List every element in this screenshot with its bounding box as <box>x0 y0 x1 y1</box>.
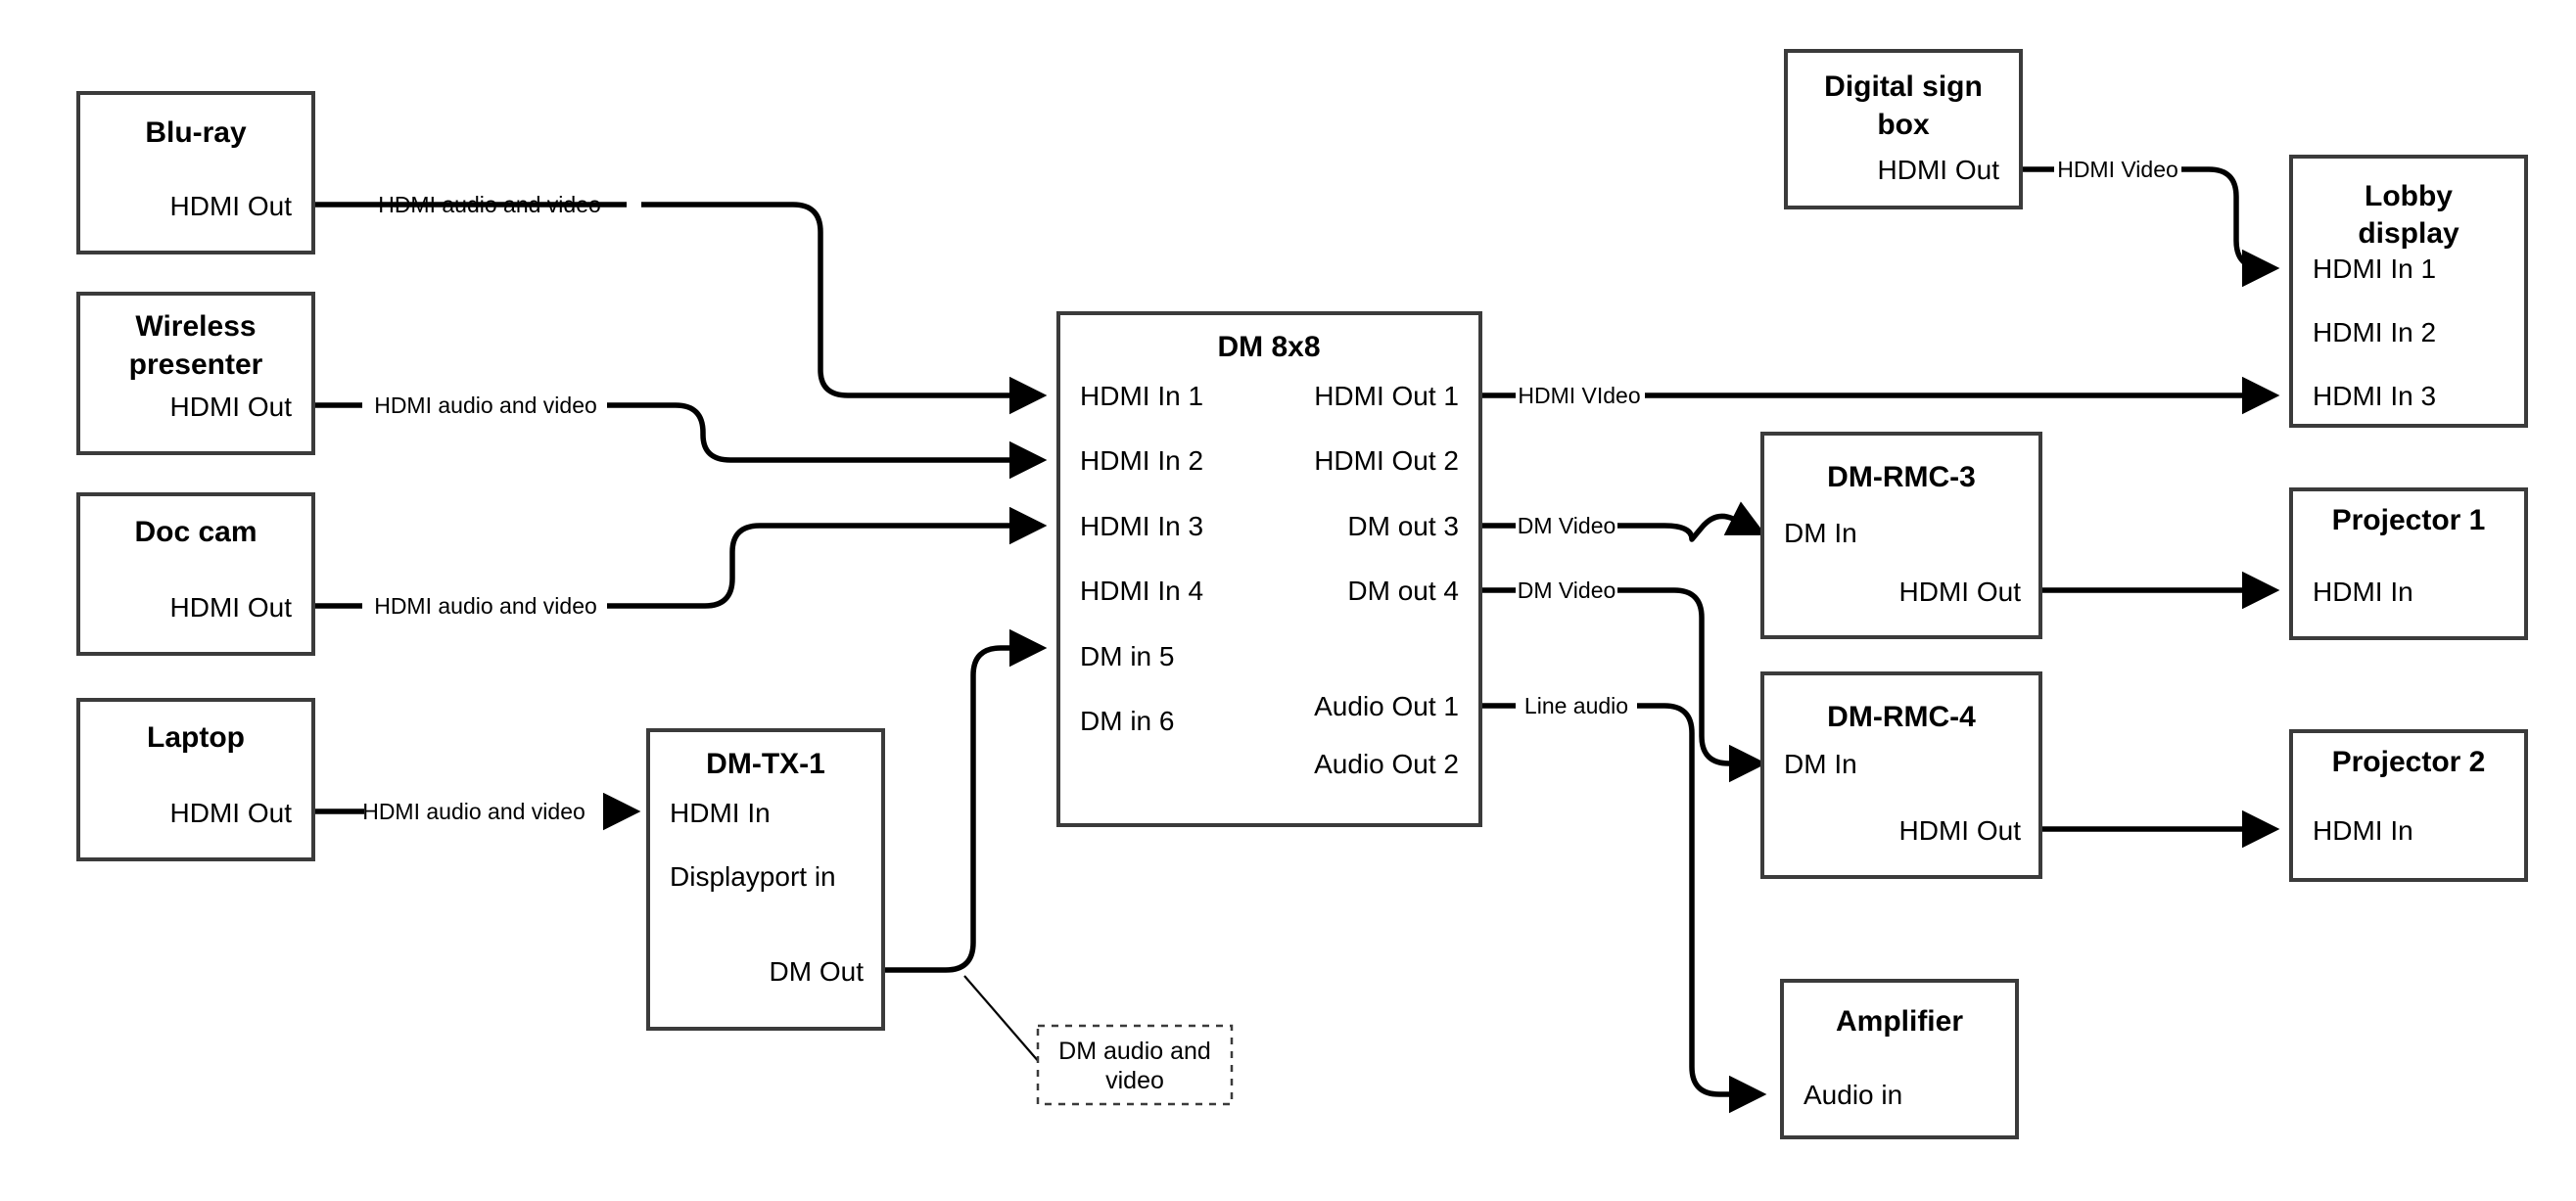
box-dm-8x8-output-hdmi-out-2: HDMI Out 2 <box>1314 445 1459 476</box>
box-lobby-display-port-hdmi-in-3: HDMI In 3 <box>2313 381 2436 411</box>
edge-label-dm-out-3-to-rmc3: DM Video <box>1518 513 1616 538</box>
box-projector-2-outline <box>2289 729 2528 882</box>
note-dm-audio-and-video: DM audio and video <box>1036 1024 1234 1106</box>
edge-label-laptop-to-dmtx1: HDMI audio and video <box>362 799 585 824</box>
wire-doccam-to-hdmi-in-3 <box>313 526 1041 609</box>
box-dm-rmc-3[interactable]: DM-RMC-3 DM In HDMI Out <box>1760 432 2042 639</box>
edge-label-bluray-to-hdmi-in-1: HDMI audio and video <box>378 192 601 217</box>
box-amplifier-title: Amplifier <box>1836 1005 1963 1038</box>
box-amplifier[interactable]: Amplifier Audio in <box>1780 979 2019 1139</box>
box-dm-rmc-3-port-dm-in: DM In <box>1784 518 1857 548</box>
box-doc-cam-title: Doc cam <box>134 516 257 548</box>
box-dm-8x8-input-dm-in-5: DM in 5 <box>1080 641 1174 671</box>
box-dm-8x8-output-dm-out-4: DM out 4 <box>1347 576 1459 606</box>
box-lobby-display-title-line1: Lobby <box>2365 180 2453 212</box>
box-dm-8x8-input-dm-in-6: DM in 6 <box>1080 706 1174 736</box>
box-digital-sign-box-outline <box>1784 49 2023 209</box>
box-amplifier-port-audio-in: Audio in <box>1803 1080 1902 1110</box>
box-dm-tx-1-title: DM-TX-1 <box>706 748 825 780</box>
box-laptop-outline <box>76 698 315 861</box>
box-wireless-presenter-title-line1: Wireless <box>135 310 256 343</box>
note-dm-audio-and-video-outline <box>1036 1024 1234 1106</box>
note-dm-audio-and-video-line2: video <box>1105 1067 1164 1094</box>
box-dm-8x8-input-hdmi-in-3: HDMI In 3 <box>1080 511 1203 541</box>
edge-label-digital-sign-to-lobby: HDMI Video <box>2057 157 2178 182</box>
edge-label-dm-out-4-to-rmc4: DM Video <box>1518 577 1616 603</box>
box-dm-8x8-title: DM 8x8 <box>1217 331 1320 363</box>
box-dm-rmc-4-outline <box>1760 671 2042 879</box>
box-dm-8x8-output-hdmi-out-1: HDMI Out 1 <box>1314 381 1459 411</box>
box-wireless-presenter[interactable]: Wireless presenter HDMI Out <box>76 292 315 455</box>
edge-labels: HDMI audio and video HDMI audio and vide… <box>362 157 2178 824</box>
wire-audio-out-1-to-amplifier <box>1480 703 1760 1094</box>
box-dm-8x8-outline <box>1056 311 1482 827</box>
box-doc-cam-port-hdmi-out: HDMI Out <box>170 592 293 623</box>
box-dm-tx-1[interactable]: DM-TX-1 HDMI In Displayport in DM Out <box>646 728 885 1031</box>
box-dm-8x8-output-dm-out-3: DM out 3 <box>1347 511 1459 541</box>
box-doc-cam[interactable]: Doc cam HDMI Out <box>76 492 315 656</box>
box-digital-sign-box[interactable]: Digital sign box HDMI Out <box>1784 49 2023 209</box>
box-wireless-presenter-port-hdmi-out: HDMI Out <box>170 392 293 422</box>
box-dm-rmc-4[interactable]: DM-RMC-4 DM In HDMI Out <box>1760 671 2042 879</box>
wire-dmtx1-to-dm-in-5 <box>883 628 1048 973</box>
box-dm-rmc-4-port-dm-in: DM In <box>1784 749 1857 779</box>
box-dm-rmc-3-outline <box>1760 432 2042 639</box>
box-laptop-port-hdmi-out: HDMI Out <box>170 798 293 828</box>
box-wireless-presenter-title-line2: presenter <box>129 348 263 381</box>
box-lobby-display-outline <box>2289 155 2528 428</box>
box-dm-rmc-3-title: DM-RMC-3 <box>1827 461 1976 493</box>
box-dm-rmc-4-title: DM-RMC-4 <box>1827 701 1976 733</box>
box-dm-8x8-input-hdmi-in-2: HDMI In 2 <box>1080 445 1203 476</box>
box-dm-rmc-4-port-hdmi-out: HDMI Out <box>1899 815 2022 846</box>
box-lobby-display-title-line2: display <box>2358 217 2459 250</box>
box-bluray-title: Blu-ray <box>145 116 247 149</box>
box-digital-sign-box-port-hdmi-out: HDMI Out <box>1878 155 2000 185</box>
box-projector-2-title: Projector 2 <box>2332 746 2486 778</box>
note-dm-audio-and-video-line1: DM audio and <box>1058 1038 1211 1065</box>
edge-label-doccam-to-hdmi-in-3: HDMI audio and video <box>374 593 597 619</box>
box-dm-tx-1-port-hdmi-in: HDMI In <box>670 798 771 828</box>
box-dm-rmc-3-port-hdmi-out: HDMI Out <box>1899 577 2022 607</box>
box-bluray[interactable]: Blu-ray HDMI Out <box>76 91 315 254</box>
box-dm-8x8-output-audio-out-2: Audio Out 2 <box>1314 749 1459 779</box>
edge-label-audio-out-1-to-amplifier: Line audio <box>1524 693 1628 718</box>
box-projector-1-port-hdmi-in: HDMI In <box>2313 577 2413 607</box>
box-dm-tx-1-port-dm-out: DM Out <box>770 956 865 987</box>
wire-digital-sign-to-lobby-hdmi-in-1 <box>2021 166 2273 268</box>
box-projector-1[interactable]: Projector 1 HDMI In <box>2289 487 2528 640</box>
box-projector-2-port-hdmi-in: HDMI In <box>2313 815 2413 846</box>
box-dm-tx-1-port-displayport-in: Displayport in <box>670 861 836 892</box>
box-lobby-display[interactable]: Lobby display HDMI In 1 HDMI In 2 HDMI I… <box>2289 155 2528 428</box>
box-projector-2[interactable]: Projector 2 HDMI In <box>2289 729 2528 882</box>
box-digital-sign-box-title-line1: Digital sign <box>1824 70 1983 103</box>
leader-dm-audio-video-note <box>963 975 1041 1064</box>
box-dm-tx-1-outline <box>646 728 885 1031</box>
wire-bluray-to-hdmi-in-1 <box>313 202 1041 395</box>
box-lobby-display-port-hdmi-in-1: HDMI In 1 <box>2313 254 2436 284</box>
wire-wireless-to-hdmi-in-2 <box>313 402 1041 460</box>
wire-dm-out-4-to-rmc4 <box>1480 587 1760 763</box>
box-bluray-port-hdmi-out: HDMI Out <box>170 191 293 221</box>
box-dm-8x8-input-hdmi-in-4: HDMI In 4 <box>1080 576 1203 606</box>
edge-label-hdmi-out-1-to-lobby: HDMI VIdeo <box>1518 383 1640 408</box>
box-bluray-outline <box>76 91 315 254</box>
box-lobby-display-port-hdmi-in-2: HDMI In 2 <box>2313 317 2436 347</box>
box-dm-8x8-input-hdmi-in-1: HDMI In 1 <box>1080 381 1203 411</box>
box-laptop[interactable]: Laptop HDMI Out <box>76 698 315 861</box>
wire-dm-out-3-to-rmc3 <box>1480 516 1760 539</box>
box-laptop-title: Laptop <box>147 721 245 754</box>
edge-label-wireless-to-hdmi-in-2: HDMI audio and video <box>374 393 597 418</box>
box-digital-sign-box-title-line2: box <box>1877 109 1930 141</box>
box-amplifier-outline <box>1780 979 2019 1139</box>
box-projector-1-title: Projector 1 <box>2332 504 2486 536</box>
box-wireless-presenter-outline <box>76 292 315 455</box>
box-dm-8x8[interactable]: DM 8x8 HDMI In 1 HDMI In 2 HDMI In 3 HDM… <box>1056 311 1482 827</box>
box-dm-8x8-output-audio-out-1: Audio Out 1 <box>1314 691 1459 721</box>
box-projector-1-outline <box>2289 487 2528 640</box>
box-doc-cam-outline <box>76 492 315 656</box>
